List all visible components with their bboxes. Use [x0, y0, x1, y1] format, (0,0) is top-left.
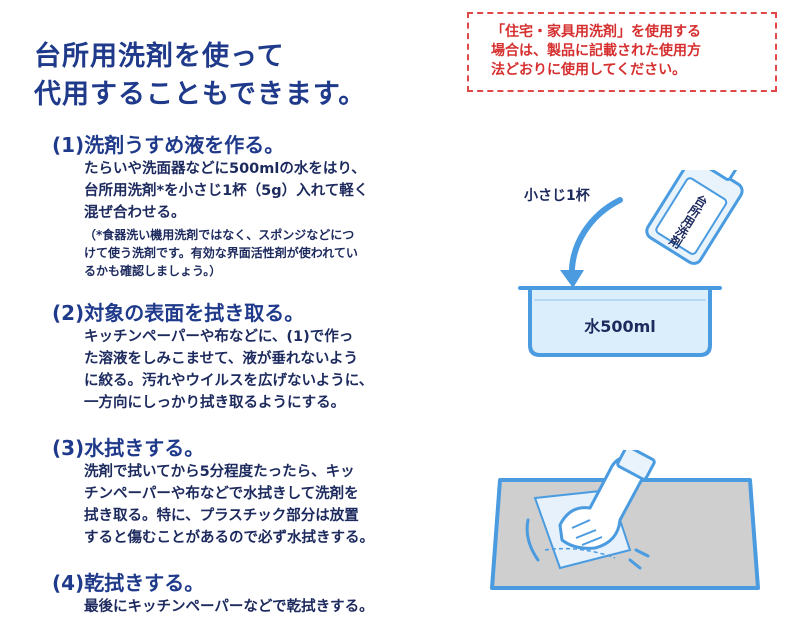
step-3-body: 洗剤で拭いてから5分程度たったら、キッ チンペーパーや布などで水拭きして洗剤を …	[84, 461, 374, 549]
wiping-motion-icon	[525, 518, 540, 562]
step-2-heading: (2)対象の表面を拭き取る。	[52, 301, 305, 325]
basin-water-label: 水500ml	[584, 317, 656, 336]
title-line-2: 代用することもできます。	[34, 79, 367, 110]
usage-notice-box: 「住宅・家具用洗剤」を使用する 場合は、製品に記載された使用方 法どおりに使用し…	[467, 12, 777, 92]
step-3-line: 洗剤で拭いてから5分程度たったら、キッ	[84, 464, 355, 480]
pour-arrow-icon	[568, 197, 623, 281]
water-basin-icon	[518, 286, 722, 357]
step-3-line: 拭き取る。特に、プラスチック部分は放置	[84, 508, 359, 524]
step-4-body: 最後にキッチンペーパーなどで乾拭きする。	[84, 596, 374, 618]
step-1-body: たらいや洗面器などに500mlの水をはり、 台所用洗剤*を小さじ1杯（5g）入れ…	[84, 158, 368, 224]
step-2-line: に絞る。汚れやウイルスを広げないように、	[84, 373, 374, 389]
step-4: (4)乾拭きする。 最後にキッチンペーパーなどで乾拭きする。	[52, 570, 374, 618]
step-1-line: たらいや洗面器などに500mlの水をはり、	[84, 161, 366, 177]
pour-arrow-head-icon	[560, 270, 584, 288]
step-2-line: キッチンペーパーや布などに、(1)で作っ	[84, 329, 354, 345]
title-line-1: 台所用洗剤を使って	[34, 41, 285, 72]
step-1-heading: (1)洗剤うすめ液を作る。	[52, 133, 285, 157]
step-2-line: 一方向にしっかり拭き取るようにする。	[84, 395, 346, 411]
rubber-glove-icon	[558, 450, 656, 550]
step-3-line: すると傷むことがあるので必ず水拭きする。	[84, 530, 374, 546]
step-1-note: （*食器洗い機用洗剤ではなく、スポンジなどにつ けて使う洗剤です。有効な界面活性…	[84, 226, 368, 280]
step-4-line: 最後にキッチンペーパーなどで乾拭きする。	[84, 599, 374, 615]
wiping-surface-illustration	[490, 450, 760, 590]
step-2-line: た溶液をしみこませて、液が垂れないよう	[84, 351, 359, 367]
step-2: (2)対象の表面を拭き取る。 キッチンペーパーや布などに、(1)で作っ た溶液を…	[52, 300, 373, 414]
page-title: 台所用洗剤を使って 代用することもできます。	[34, 38, 366, 114]
spoon-amount-label: 小さじ1杯	[524, 187, 591, 204]
step-1: (1)洗剤うすめ液を作る。 たらいや洗面器などに500mlの水をはり、 台所用洗…	[52, 132, 368, 280]
step-1-note-line: けて使う洗剤です。有効な界面活性剤が使われてい	[84, 246, 358, 260]
step-3: (3)水拭きする。 洗剤で拭いてから5分程度たったら、キッ チンペーパーや布など…	[52, 435, 374, 549]
step-1-note-line: るかも確認しましょう。）	[84, 264, 222, 278]
notice-line-3: 法どおりに使用してください。	[491, 62, 687, 78]
step-4-heading: (4)乾拭きする。	[52, 571, 205, 595]
step-3-line: チンペーパーや布などで水拭きして洗剤を	[84, 486, 359, 502]
step-3-heading: (3)水拭きする。	[52, 436, 205, 460]
step-1-line: 混ぜ合わせる。	[84, 205, 186, 221]
notice-line-2: 場合は、製品に記載された使用方	[491, 43, 701, 59]
step-2-body: キッチンペーパーや布などに、(1)で作っ た溶液をしみこませて、液が垂れないよう…	[84, 326, 373, 414]
notice-line-1: 「住宅・家具用洗剤」を使用する	[491, 24, 701, 40]
step-1-note-line: （*食器洗い機用洗剤ではなく、スポンジなどにつ	[84, 228, 355, 242]
detergent-dilution-illustration: 小さじ1杯 台所用洗剤 水500ml	[518, 170, 744, 357]
detergent-bottle-icon: 台所用洗剤	[645, 170, 744, 265]
step-1-line: 台所用洗剤*を小さじ1杯（5g）入れて軽く	[84, 183, 369, 199]
